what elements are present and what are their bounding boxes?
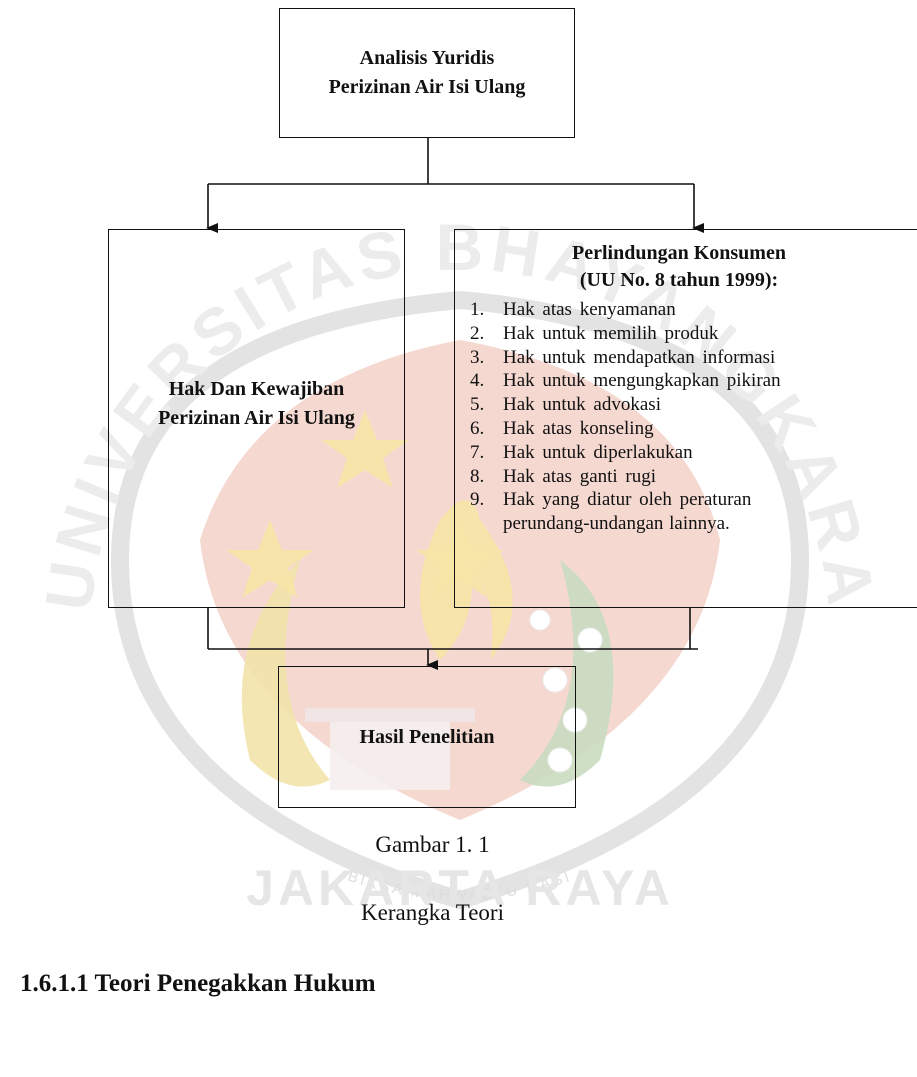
hak-line1: Hak Dan Kewajiban [168, 377, 345, 400]
list-item: 8.Hak atas ganti rugi [470, 465, 657, 487]
list-item: 9.Hak yang diatur oleh peraturan [470, 489, 752, 511]
section-heading: 1.6.1.1 Teori Penegakkan Hukum [20, 970, 376, 997]
hak-kewajiban-box: Hak Dan Kewajiban Perizinan Air Isi Ulan… [108, 229, 405, 608]
list-item-continuation: perundang-undangan lainnya. [503, 513, 730, 535]
hasil-label: Hasil Penelitian [359, 725, 495, 748]
figure-title-caption: Kerangka Teori [361, 900, 504, 925]
perlindungan-title-line2: (UU No. 8 tahun 1999): [579, 269, 779, 291]
list-item: 7.Hak untuk diperlakukan [470, 441, 693, 463]
analisis-line1: Analisis Yuridis [359, 47, 495, 69]
consumer-rights-list: 1.Hak atas kenyamanan 2.Hak untuk memili… [465, 298, 913, 536]
analisis-yuridis-box: Analisis Yuridis Perizinan Air Isi Ulang [279, 8, 575, 138]
list-item: 6.Hak atas konseling [470, 417, 654, 439]
perlindungan-title-line1: Perlindungan Konsumen [572, 242, 786, 264]
list-item: 5.Hak untuk advokasi [470, 394, 661, 416]
list-item: 1.Hak atas kenyamanan [470, 299, 676, 320]
list-item: 4.Hak untuk mengungkapkan pikiran [470, 370, 781, 392]
figure-number-caption: Gambar 1. 1 [375, 832, 490, 857]
perlindungan-konsumen-box: Perlindungan Konsumen (UU No. 8 tahun 19… [454, 229, 917, 608]
analisis-line2: Perizinan Air Isi Ulang [328, 76, 526, 98]
hasil-penelitian-box: Hasil Penelitian [278, 666, 576, 808]
list-item: 3.Hak untuk mendapatkan informasi [470, 346, 776, 368]
hak-line2: Perizinan Air Isi Ulang [158, 406, 355, 429]
list-item: 2.Hak untuk memilih produk [470, 322, 719, 344]
